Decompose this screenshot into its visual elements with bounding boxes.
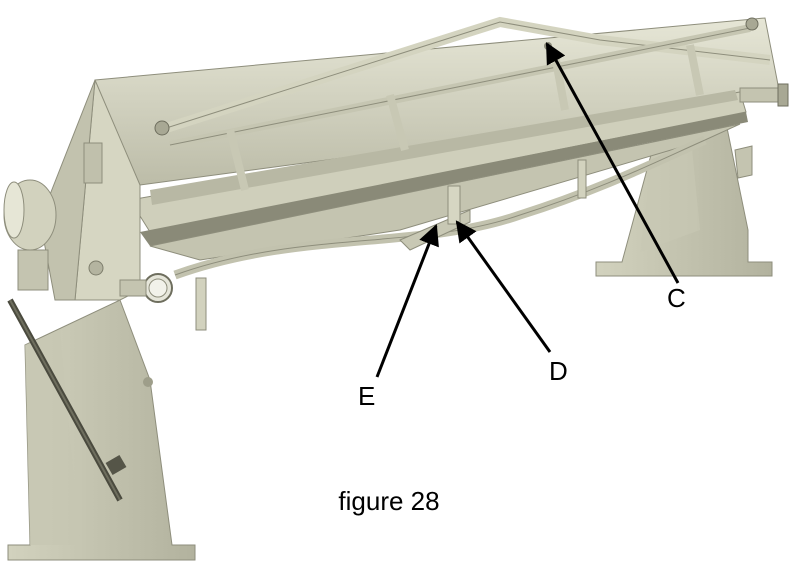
callout-arrow-e (375, 224, 439, 378)
upper-truss (154, 16, 771, 191)
callout-label-d: D (549, 356, 568, 386)
callout-arrow-c (545, 42, 680, 284)
right-stand (595, 117, 773, 277)
figure-caption: figure 28 (300, 468, 478, 534)
callout-label-e: E (358, 381, 376, 411)
callout-label-c: C (667, 283, 686, 313)
callout-arrow-d (455, 220, 552, 353)
left-stand (3, 79, 196, 561)
right-handle (739, 83, 789, 107)
